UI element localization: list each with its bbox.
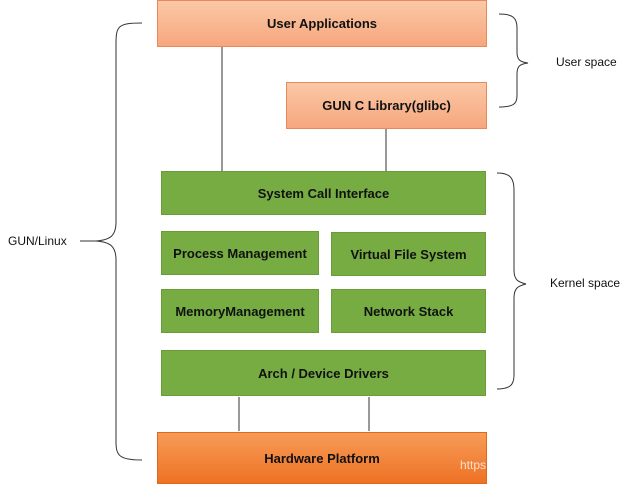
glibc-label: GUN C Library(glibc) — [322, 98, 451, 113]
arch-device-drivers-box: Arch / Device Drivers — [161, 350, 486, 396]
network-stack-box: Network Stack — [331, 289, 486, 333]
hardware-platform-label: Hardware Platform — [264, 450, 380, 466]
watermark-text: https — [460, 458, 487, 472]
network-stack-label: Network Stack — [363, 303, 454, 319]
gnu-linux-label: GUN/Linux — [8, 234, 67, 248]
process-management-label: Process Management — [173, 245, 307, 261]
hardware-platform-box: Hardware Platform — [157, 432, 487, 484]
user-applications-label: User Applications — [266, 16, 378, 31]
system-call-interface-box: System Call Interface — [161, 171, 486, 215]
memory-management-box: MemoryManagement — [161, 289, 319, 333]
virtual-file-system-box: Virtual File System — [331, 232, 486, 276]
user-space-brace — [498, 13, 529, 108]
memory-management-label: MemoryManagement — [175, 303, 305, 319]
user-applications-box: User Applications — [157, 0, 487, 47]
system-call-interface-label: System Call Interface — [257, 185, 390, 201]
kernel-space-brace — [496, 172, 527, 390]
kernel-space-label: Kernel space — [550, 276, 621, 290]
user-space-label: User space — [556, 55, 617, 69]
process-management-box: Process Management — [161, 231, 319, 275]
virtual-file-system-label: Virtual File System — [350, 246, 467, 262]
arch-device-drivers-label: Arch / Device Drivers — [258, 365, 389, 381]
gnu-linux-brace — [95, 22, 143, 461]
glibc-box: GUN C Library(glibc) — [286, 82, 487, 129]
